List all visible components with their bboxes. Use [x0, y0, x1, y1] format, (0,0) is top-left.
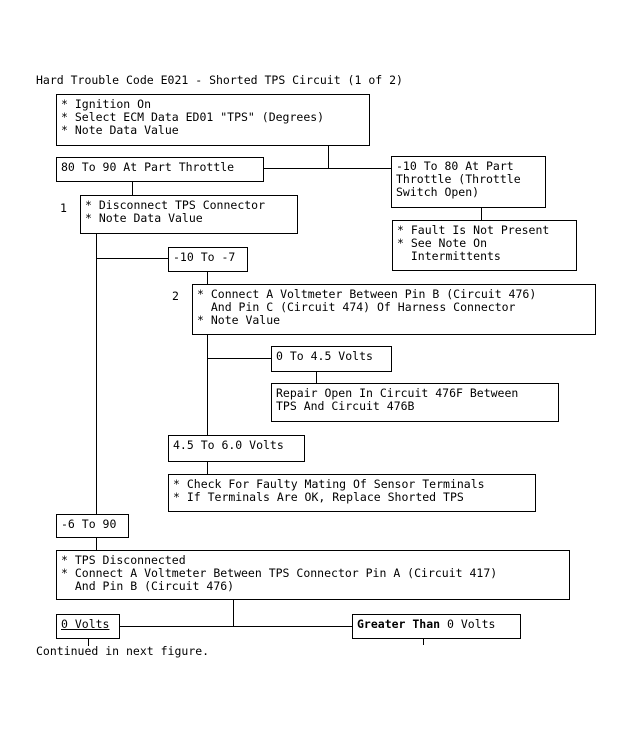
start-step-box: * Ignition On * Select ECM Data ED01 "TP… — [56, 94, 370, 146]
fault-not-present-box: * Fault Is Not Present * See Note On Int… — [392, 220, 577, 271]
connect-voltmeter-box: * Connect A Voltmeter Between Pin B (Cir… — [192, 284, 596, 335]
connector-line — [207, 358, 271, 359]
connector-line — [263, 168, 392, 169]
range-neg6-90-box: -6 To 90 — [56, 514, 129, 538]
volts-0-4.5-box: 0 To 4.5 Volts — [271, 346, 392, 372]
continued-note: Continued in next figure. — [36, 644, 210, 658]
diagram-title: Hard Trouble Code E021 - Shorted TPS Cir… — [36, 73, 403, 87]
zero-volts-box: 0 Volts — [56, 614, 120, 639]
connector-line — [423, 638, 424, 645]
connector-line — [120, 626, 353, 627]
greater-than-zero-box: Greater Than 0 Volts — [352, 614, 521, 639]
check-mating-box: * Check For Faulty Mating Of Sensor Term… — [168, 474, 536, 512]
step-number-1: 1 — [60, 201, 67, 215]
connector-line — [132, 181, 133, 195]
switch-open-box: -10 To 80 At Part Throttle (Throttle Swi… — [391, 156, 546, 208]
connector-line — [207, 334, 208, 435]
connector-line — [207, 461, 208, 474]
greater-than-label: Greater Than — [357, 617, 441, 631]
tps-disconnected-box: * TPS Disconnected * Connect A Voltmeter… — [56, 550, 570, 600]
connector-line — [481, 207, 482, 220]
connector-line — [96, 233, 97, 515]
connector-line — [88, 639, 89, 646]
zero-volts-suffix: 0 Volts — [440, 617, 496, 631]
connector-line — [207, 271, 208, 284]
range-neg10-neg7-box: -10 To -7 — [168, 247, 248, 272]
repair-open-box: Repair Open In Circuit 476F Between TPS … — [271, 383, 559, 422]
volts-4.5-6.0-box: 4.5 To 6.0 Volts — [168, 435, 305, 462]
part-throttle-box: 80 To 90 At Part Throttle — [56, 157, 264, 182]
connector-line — [328, 146, 329, 168]
connector-line — [233, 599, 234, 626]
disconnect-tps-box: * Disconnect TPS Connector * Note Data V… — [80, 195, 298, 234]
step-number-2: 2 — [172, 289, 179, 303]
connector-line — [96, 258, 168, 259]
zero-volts-label: 0 Volts — [61, 617, 110, 631]
connector-line — [316, 371, 317, 383]
connector-line — [96, 537, 97, 550]
